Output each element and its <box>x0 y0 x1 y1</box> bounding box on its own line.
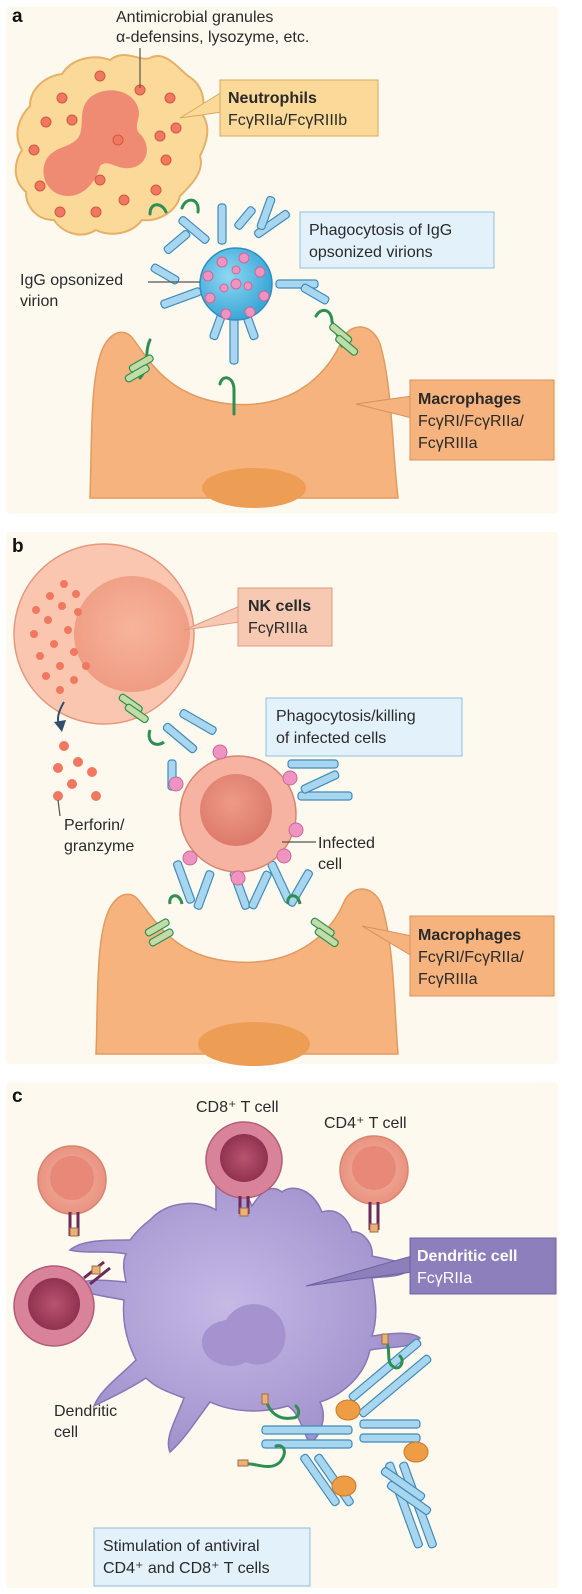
perforin-granules <box>53 741 101 801</box>
macrophage-cell-b <box>95 888 399 1055</box>
macrophages-b-title: Macrophages <box>418 927 521 944</box>
panel-a-letter: a <box>12 6 23 27</box>
macrophage-b-nucleus <box>198 1022 310 1066</box>
fc-receptors-c <box>242 1338 404 1468</box>
dc-receptor: FcγRIIa <box>417 1270 472 1287</box>
phagocytosis-virions-callout <box>299 211 495 269</box>
infected-label-line1: Infected <box>318 835 375 852</box>
macrophage-cell-a <box>89 326 399 499</box>
nk-granules <box>30 580 90 694</box>
neutrophils-callout <box>219 79 379 137</box>
dendritic-label-line1: Dendritic <box>54 1403 117 1420</box>
stimulation-callout <box>93 1527 311 1587</box>
phagocytosis-killing-line1: Phagocytosis/killing <box>276 708 416 725</box>
stimulation-line1: Stimulation of antiviral <box>103 1538 260 1555</box>
perforin-label-line1: Perforin/ <box>64 817 125 834</box>
panel-b-letter: b <box>12 536 24 557</box>
stimulation-line2: CD4⁺ and CD8⁺ T cells <box>103 1560 270 1577</box>
arrow-head <box>54 720 66 732</box>
macrophage-a-nucleus <box>202 468 306 508</box>
phagocytosis-killing-callout <box>265 697 463 757</box>
phagocytosis-virions-line2: opsonized virions <box>309 244 433 261</box>
macrophages-b-callout <box>409 915 555 997</box>
dendritic-label-line2: cell <box>54 1424 78 1441</box>
antigens-c <box>331 1399 429 1497</box>
dendritic-cell <box>68 1159 422 1454</box>
igg-opsonized-virion <box>199 247 273 321</box>
neutrophil-cell <box>14 54 209 236</box>
phagocytosis-virions-line1: Phagocytosis of IgG <box>309 222 452 239</box>
t-cell-upper-left <box>37 1145 107 1215</box>
perforin-pointer <box>57 799 61 817</box>
cd8-label: CD8⁺ T cell <box>196 1099 279 1116</box>
neutrophils-receptors: FcγRIIa/FcγRIIIb <box>228 112 347 129</box>
panel-c-letter: c <box>12 1086 23 1107</box>
virion-label-line1: IgG opsonized <box>20 272 123 289</box>
viral-antigens-b <box>168 744 304 886</box>
dc-nucleus <box>201 1304 286 1366</box>
antimicrobial-granules <box>28 70 182 218</box>
neutrophil-nucleus <box>43 90 147 196</box>
receptor-coils-a <box>124 322 359 383</box>
dc-callout <box>409 1237 557 1295</box>
macrophages-a-line2: FcγRIIIa <box>418 435 478 452</box>
nk-fc-receptor <box>118 693 165 746</box>
nk-title: NK cells <box>248 598 311 615</box>
mhc-molecules <box>69 1207 379 1275</box>
virion-label-line2: virion <box>20 293 58 310</box>
dc-title: Dendritic cell <box>417 1248 517 1265</box>
macrophages-b-line2: FcγRIIIa <box>418 971 478 988</box>
nk-cell <box>13 543 195 725</box>
cd4-label: CD4⁺ T cell <box>324 1115 407 1132</box>
nk-receptor: FcγRIIIa <box>248 620 308 637</box>
cd8-t-cell <box>205 1121 283 1199</box>
antibodies-c <box>261 1338 437 1549</box>
macrophages-b-line1: FcγRI/FcγRIIa/ <box>418 949 524 966</box>
macrophages-a-line1: FcγRI/FcγRIIa/ <box>418 413 524 430</box>
t-cell-left <box>13 1265 95 1347</box>
perforin-label-line2: granzyme <box>64 838 134 855</box>
macrophages-a-callout <box>409 379 555 461</box>
infected-label-line2: cell <box>318 856 342 873</box>
granules-label-line2: α-defensins, lysozyme, etc. <box>116 29 309 46</box>
phagocytosis-killing-line2: of infected cells <box>276 730 386 747</box>
nk-callout <box>237 587 333 647</box>
receptor-tips-c <box>237 1333 389 1467</box>
neutrophils-title: Neutrophils <box>228 90 317 107</box>
fc-receptors-b <box>144 894 339 948</box>
macrophages-a-title: Macrophages <box>418 391 521 408</box>
granules-label-line1: Antimicrobial granules <box>116 9 273 26</box>
cd4-t-cell <box>339 1135 409 1205</box>
infected-cell <box>179 755 297 873</box>
